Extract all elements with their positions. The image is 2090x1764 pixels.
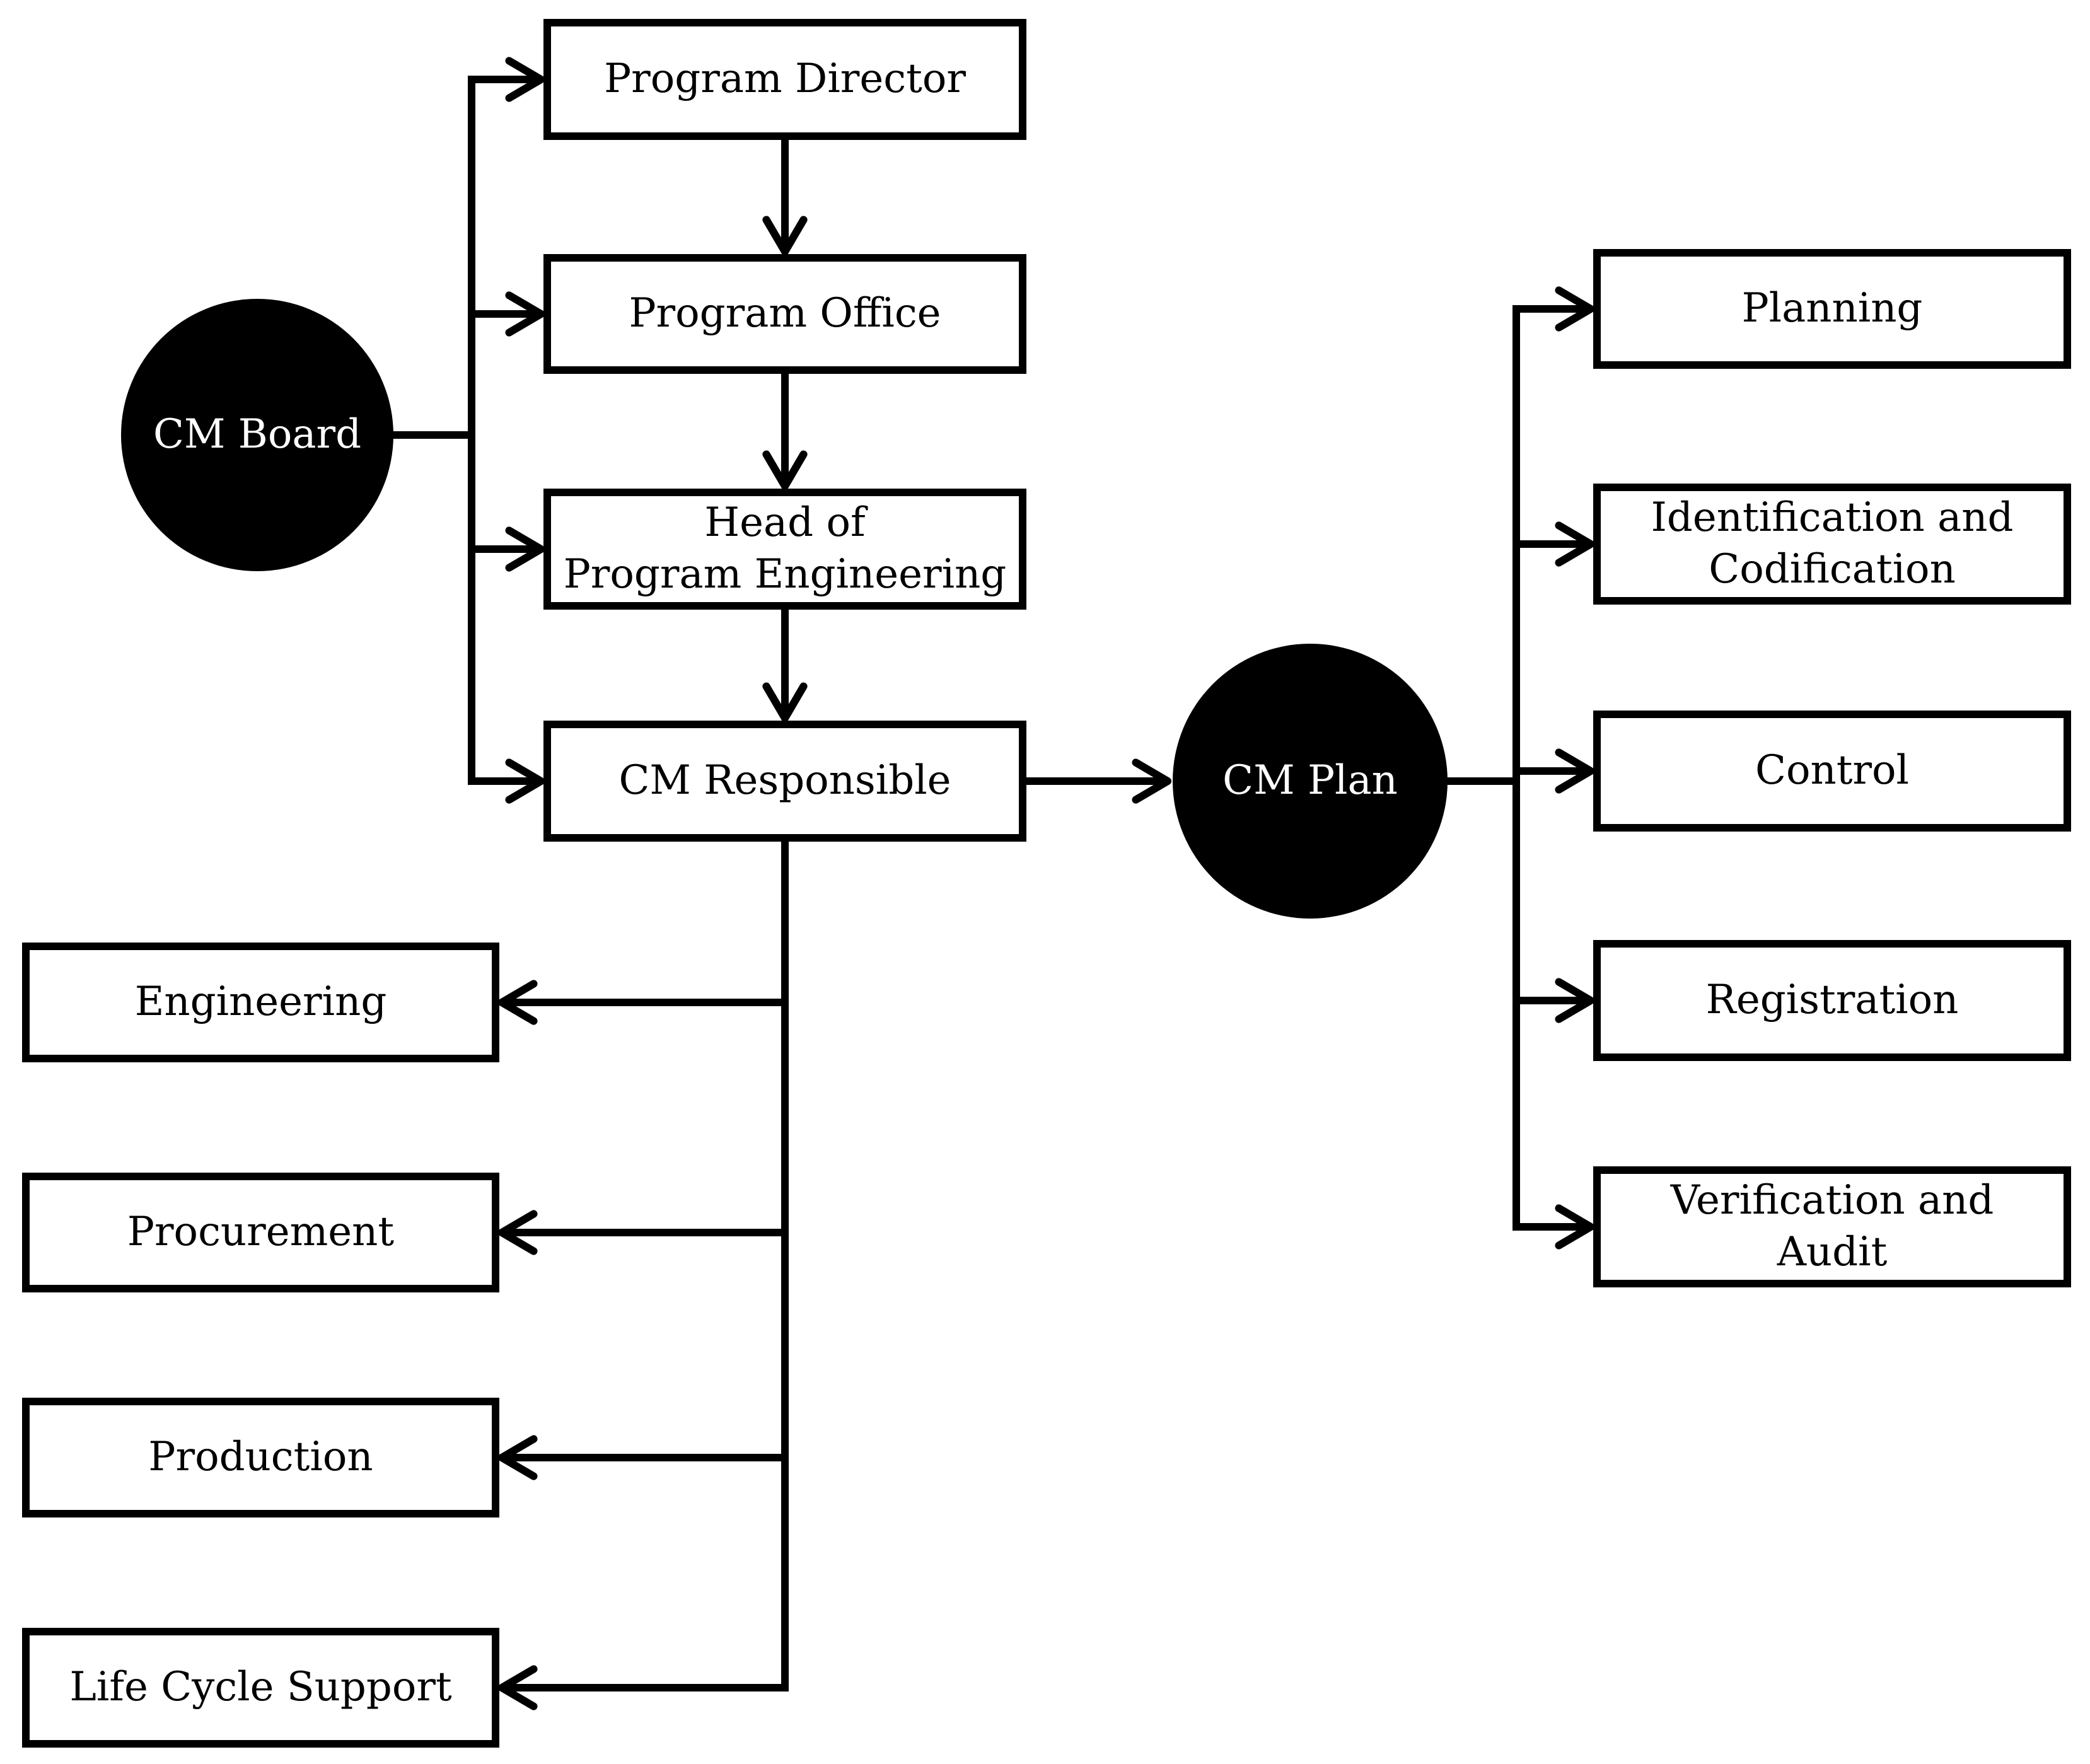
node-procurement-label: Procurement (127, 1209, 395, 1256)
node-head-program-engineering: Head of Program Engineering (543, 489, 1026, 610)
node-life-cycle-support: Life Cycle Support (22, 1628, 499, 1748)
node-procurement: Procurement (22, 1173, 499, 1292)
node-cm-responsible: CM Responsible (543, 721, 1026, 842)
node-planning-label: Planning (1741, 285, 1923, 332)
node-verification-audit-label: Verification and Audit (1670, 1177, 1994, 1275)
node-cm-board-label: CM Board (153, 411, 362, 458)
node-life-cycle-support-label: Life Cycle Support (69, 1664, 452, 1711)
node-head-program-engineering-label: Head of Program Engineering (563, 499, 1007, 598)
node-production-label: Production (148, 1434, 373, 1481)
node-program-office: Program Office (543, 254, 1026, 374)
node-control-label: Control (1755, 747, 1910, 794)
node-registration-label: Registration (1705, 977, 1959, 1024)
node-identification-codification-label: Identification and Codification (1651, 494, 2014, 593)
node-engineering-label: Engineering (134, 978, 387, 1026)
node-registration: Registration (1593, 940, 2071, 1061)
node-cm-responsible-label: CM Responsible (618, 757, 951, 804)
node-cm-board: CM Board (121, 299, 393, 571)
node-program-director: Program Director (543, 19, 1026, 140)
node-program-office-label: Program Office (629, 290, 941, 337)
node-program-director-label: Program Director (604, 55, 966, 103)
node-production: Production (22, 1398, 499, 1517)
node-cm-plan: CM Plan (1173, 644, 1448, 919)
node-planning: Planning (1593, 249, 2071, 369)
node-verification-audit: Verification and Audit (1593, 1166, 2071, 1287)
node-cm-plan-label: CM Plan (1222, 757, 1398, 804)
node-control: Control (1593, 711, 2071, 832)
node-identification-codification: Identification and Codification (1593, 484, 2071, 605)
node-engineering: Engineering (22, 943, 499, 1062)
